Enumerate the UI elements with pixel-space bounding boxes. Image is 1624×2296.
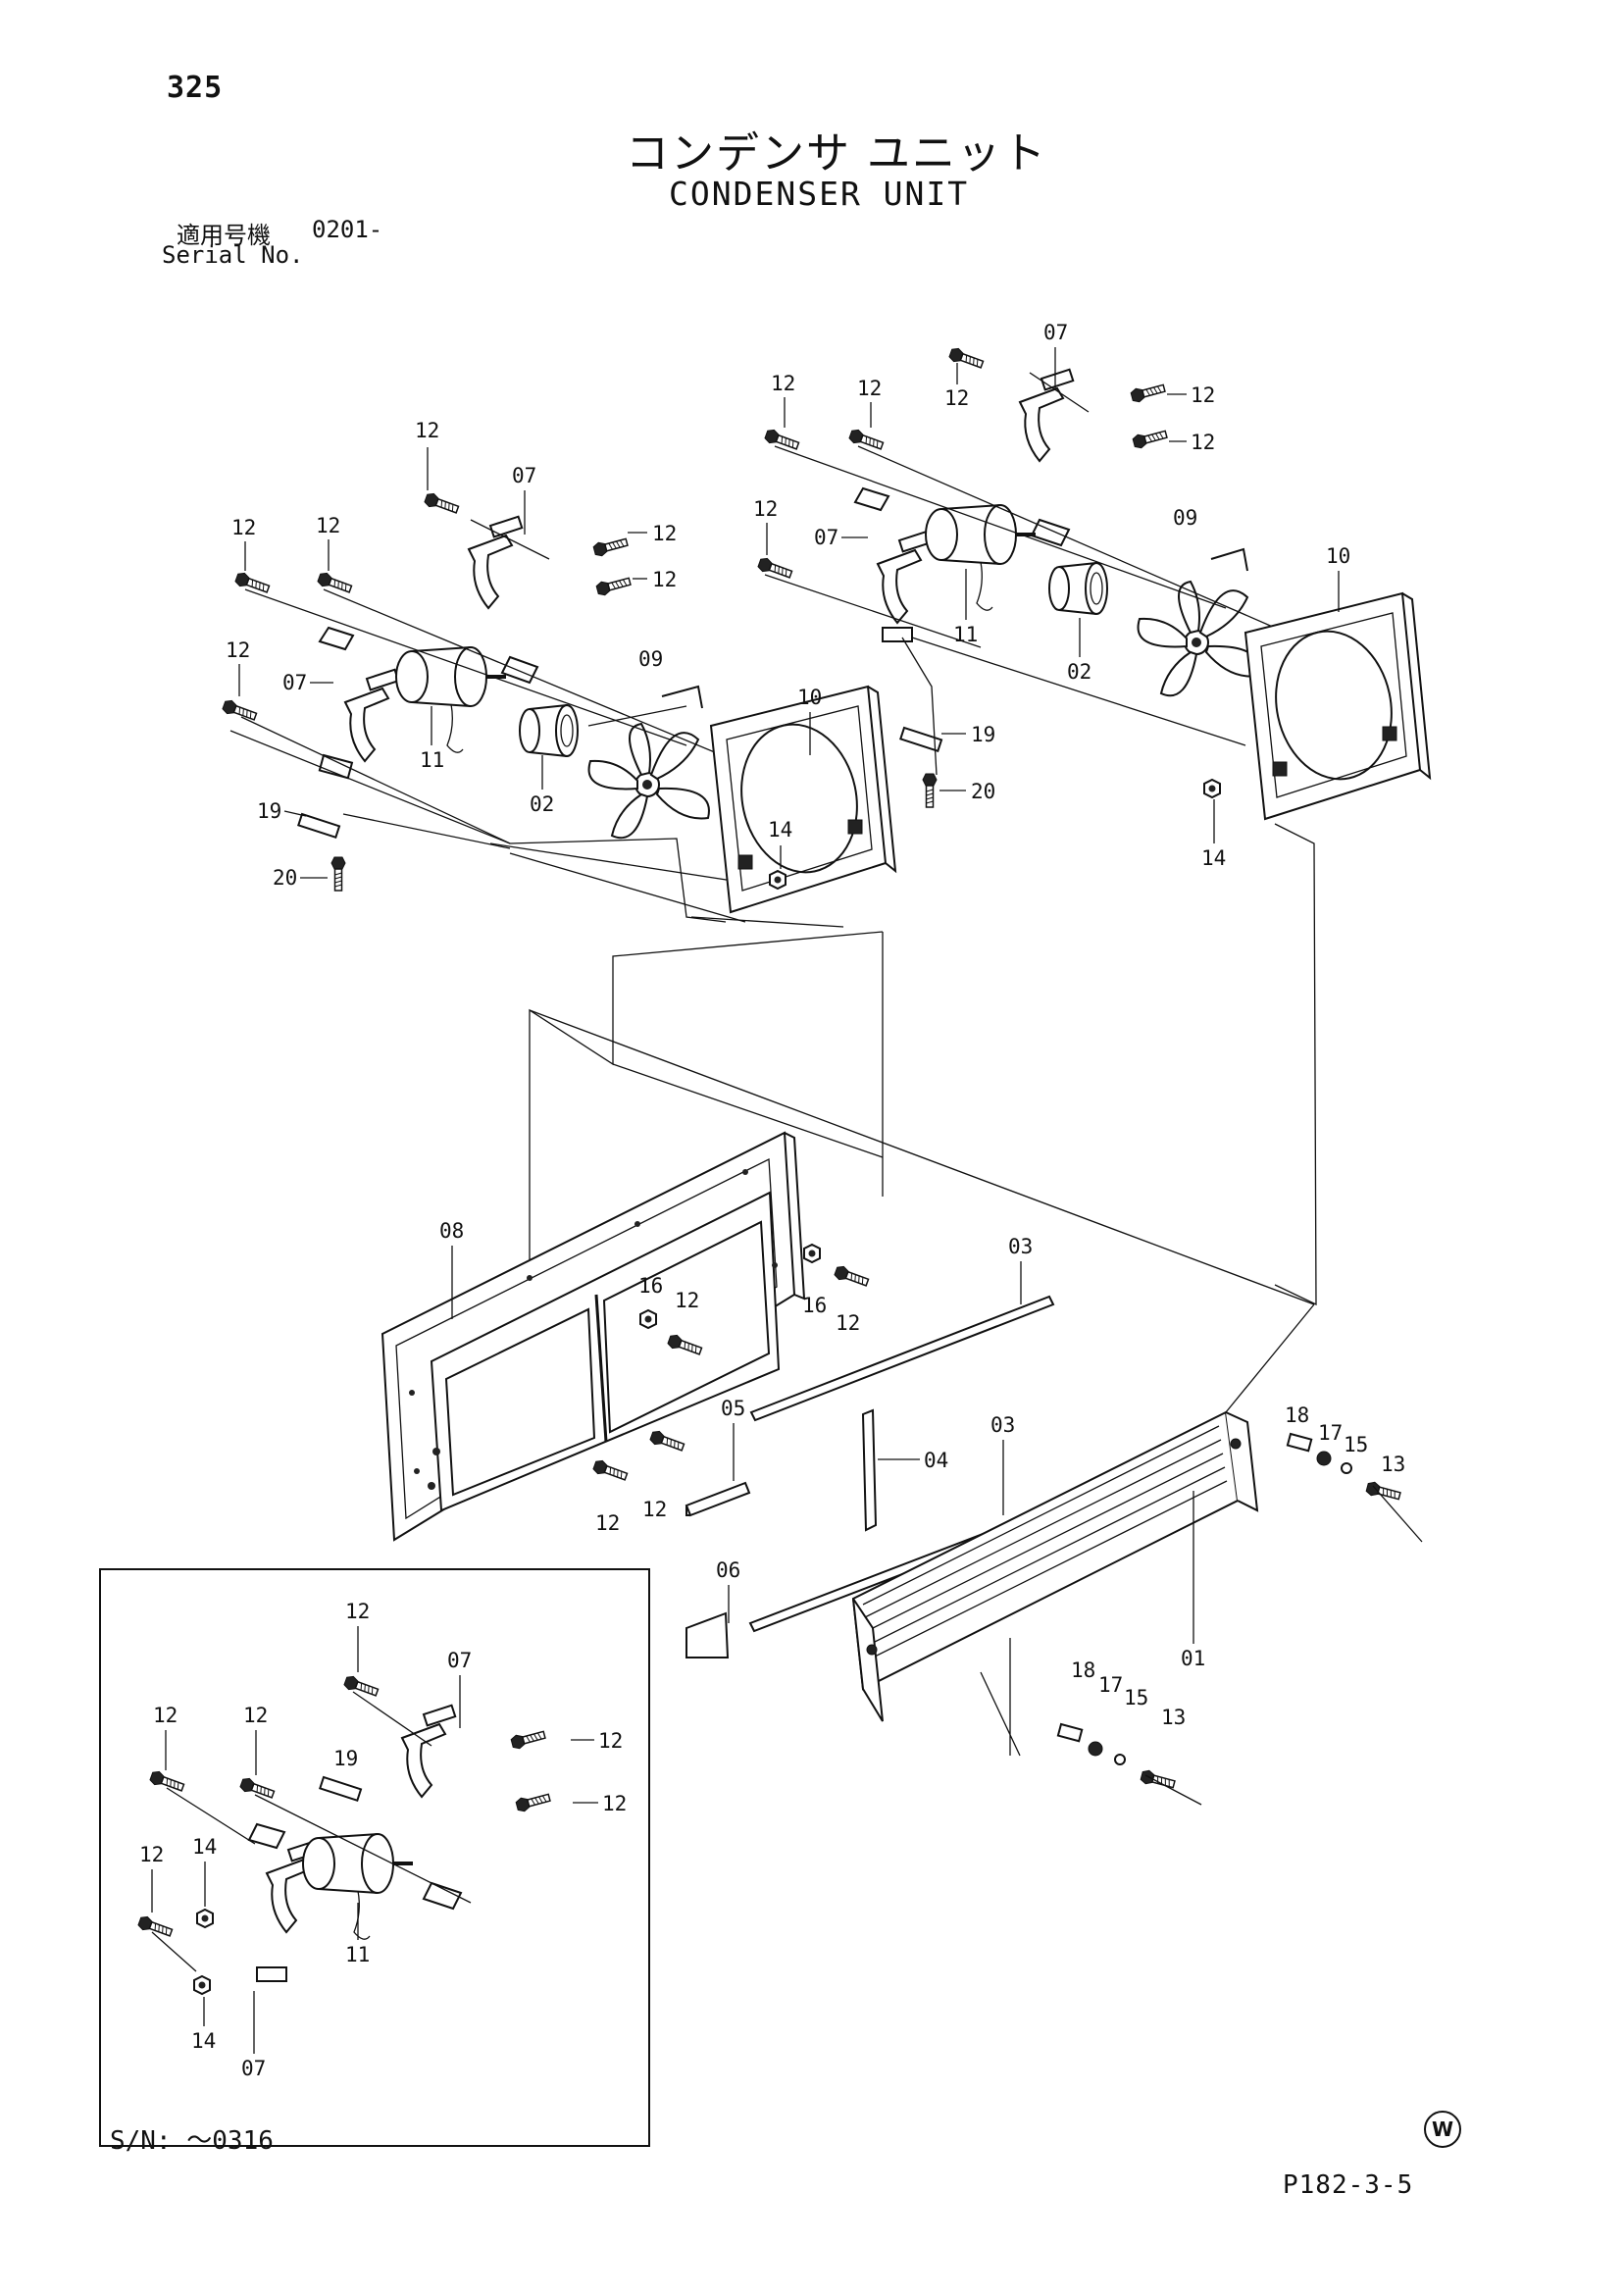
callout-frame-12d: 12 — [595, 1511, 620, 1535]
serial-range-value: 0201- — [312, 216, 383, 243]
callout-right-12b: 12 — [771, 372, 795, 395]
mounting-frame: 08 16 12 16 12 12 12 — [381, 1131, 871, 1542]
callout-inset-07a: 07 — [447, 1649, 472, 1672]
callout-left-07: 07 — [512, 464, 536, 487]
callout-inset-12f: 12 — [139, 1843, 164, 1866]
callout-core-17b: 17 — [1098, 1673, 1123, 1697]
callout-core-13b: 13 — [1161, 1706, 1186, 1729]
callout-inset-12a: 12 — [345, 1600, 370, 1623]
callout-right-12f: 12 — [753, 497, 778, 521]
callout-right-02: 02 — [1067, 660, 1091, 684]
callout-inset-12c: 12 — [243, 1704, 268, 1727]
left-fan-assembly: 12 07 12 12 12 12 12 07 09 11 02 10 14 1… — [221, 419, 896, 928]
callout-core-18a: 18 — [1285, 1403, 1309, 1427]
callout-inset-12b: 12 — [153, 1704, 178, 1727]
inset-serial-note: S/N: ～0316 — [110, 2126, 274, 2156]
callout-frame-12b: 12 — [836, 1311, 860, 1335]
callout-right-07: 07 — [1043, 321, 1068, 344]
callout-left-12d: 12 — [652, 522, 677, 545]
callout-core-18b: 18 — [1071, 1658, 1095, 1682]
callout-core-15b: 15 — [1124, 1686, 1148, 1709]
drawing-code: P182-3-5 — [1283, 2170, 1414, 2200]
callout-right-20: 20 — [971, 780, 995, 803]
page-number: 325 — [167, 71, 224, 105]
serial-label-english: Serial No. — [162, 241, 304, 269]
condenser-core-assembly: 03 05 04 03 06 01 18 17 15 13 18 17 15 1… — [685, 1235, 1423, 1806]
callout-right-09: 09 — [1173, 506, 1197, 530]
serial-label-japanese: 適用号機 — [177, 222, 271, 249]
callout-inset-12e: 12 — [602, 1792, 627, 1815]
callout-inset-14b: 14 — [191, 2029, 216, 2053]
callout-right-12d: 12 — [1191, 383, 1215, 407]
callout-left-12e: 12 — [652, 568, 677, 591]
callout-right-12a: 12 — [944, 386, 969, 410]
callout-core-13a: 13 — [1381, 1453, 1405, 1476]
callout-left-12f: 12 — [226, 638, 250, 662]
callout-right-14: 14 — [1201, 846, 1226, 870]
callout-core-03b: 03 — [990, 1413, 1015, 1437]
callout-inset-19: 19 — [333, 1747, 358, 1770]
callout-inset-12d: 12 — [598, 1729, 623, 1753]
callout-left-20: 20 — [273, 866, 297, 890]
callout-inset-07b: 07 — [241, 2057, 266, 2080]
callout-left-02: 02 — [530, 792, 554, 816]
assembly-guide-lines — [529, 931, 1315, 1432]
callout-right-10: 10 — [1326, 544, 1350, 568]
callout-right-19: 19 — [971, 723, 995, 746]
right-fan-assembly: 07 12 12 12 12 12 12 07 09 10 11 02 19 2… — [753, 321, 1431, 1306]
callout-left-09: 09 — [638, 647, 663, 671]
callout-left-14: 14 — [768, 818, 792, 842]
callout-core-03a: 03 — [1008, 1235, 1033, 1258]
w-marker-icon: W — [1424, 2111, 1461, 2148]
callout-left-12a: 12 — [415, 419, 439, 442]
callout-core-01: 01 — [1181, 1647, 1205, 1670]
callout-left-11: 11 — [420, 748, 444, 772]
callout-core-06: 06 — [716, 1558, 740, 1582]
callout-frame-12a: 12 — [675, 1289, 699, 1312]
callout-inset-11: 11 — [345, 1943, 370, 1966]
callout-left-12b: 12 — [231, 516, 256, 539]
callout-frame-16b: 16 — [802, 1294, 827, 1317]
page-title-japanese: コンデンサ ユニット — [626, 128, 1047, 179]
callout-core-15a: 15 — [1344, 1433, 1368, 1456]
early-serial-inset: 12 07 12 12 19 12 12 12 14 11 14 07 — [99, 1568, 650, 2147]
callout-right-11: 11 — [953, 623, 978, 646]
callout-left-19: 19 — [257, 799, 281, 823]
callout-right-12e: 12 — [1191, 431, 1215, 454]
callout-left-12c: 12 — [316, 514, 340, 537]
callout-frame-16a: 16 — [638, 1274, 663, 1298]
page-title-english: CONDENSER UNIT — [669, 175, 970, 213]
callout-left-07b: 07 — [282, 671, 307, 694]
callout-frame-12c: 12 — [642, 1498, 667, 1521]
callout-core-17a: 17 — [1318, 1421, 1343, 1445]
callout-core-05: 05 — [721, 1397, 745, 1420]
callout-inset-14a: 14 — [192, 1835, 217, 1859]
callout-right-07b: 07 — [814, 526, 838, 549]
callout-core-04: 04 — [924, 1449, 948, 1472]
callout-frame-08: 08 — [439, 1219, 464, 1243]
callout-left-10: 10 — [797, 686, 822, 709]
callout-right-12c: 12 — [857, 377, 882, 400]
